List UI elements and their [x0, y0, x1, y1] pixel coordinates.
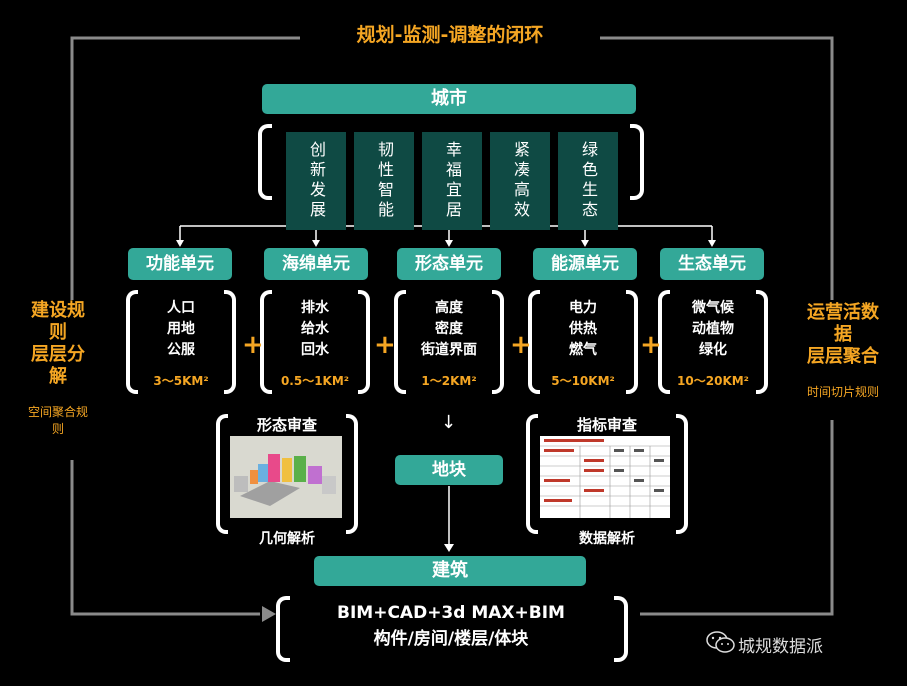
- loop-title: 规划-监测-调整的闭环: [300, 20, 600, 47]
- plus-sign: +: [640, 330, 662, 360]
- form-review-caption: 几何解析: [259, 531, 315, 547]
- wechat-icon: [706, 630, 736, 658]
- bim-text: BIM+CAD+3d MAX+BIM 构件/房间/楼层/体块: [337, 603, 565, 649]
- unit-box-ecology: 微气候动植物绿化 10～20KM²: [658, 290, 768, 400]
- index-table-image: [540, 436, 670, 518]
- city-node: 城市: [262, 84, 636, 114]
- value-green: 绿色生态: [558, 132, 618, 230]
- unit-ecology: 生态单元: [660, 248, 764, 280]
- value-livability: 幸福宜居: [422, 132, 482, 230]
- scale-sponge: 0.5～1KM²: [280, 374, 350, 388]
- unit-box-function: 人口用地公服 3～5KM²: [126, 290, 236, 400]
- form-review-bracket-right: [346, 414, 358, 534]
- index-review-bracket-left: [526, 414, 538, 534]
- plus-sign: +: [374, 330, 396, 360]
- form-review-title: 形态审查: [256, 416, 317, 434]
- index-review-title: 指标审查: [576, 416, 637, 434]
- unit-function: 功能单元: [128, 248, 232, 280]
- left-side-sub: 空间聚合规 则: [27, 405, 88, 436]
- unit-box-sponge: 排水给水回水 0.5～1KM²: [260, 290, 370, 400]
- values-bracket-left: [258, 124, 272, 200]
- value-innovation: 创新发展: [286, 132, 346, 230]
- form-review-bracket-left: [216, 414, 228, 534]
- unit-box-energy: 电力供热燃气 5～10KM²: [528, 290, 638, 400]
- scale-form: 1～2KM²: [421, 374, 477, 388]
- unit-energy: 能源单元: [533, 248, 637, 280]
- urban-model-image: [230, 436, 342, 518]
- bim-bracket-left: [276, 596, 290, 662]
- right-side-sub: 时间切片规则: [806, 385, 879, 399]
- scale-energy: 5～10KM²: [551, 374, 615, 388]
- left-bottom-arrowhead: [262, 606, 276, 622]
- block-node: 地块: [395, 455, 503, 485]
- right-side-label: 运营活数 据 层层聚合 时间切片规则: [790, 302, 896, 401]
- scale-ecology: 10～20KM²: [677, 374, 749, 388]
- unit-sponge: 海绵单元: [264, 248, 368, 280]
- down-arrow: ↓: [441, 412, 457, 433]
- plus-sign: +: [510, 330, 532, 360]
- value-resilience: 韧性智能: [354, 132, 414, 230]
- scale-function: 3～5KM²: [153, 374, 209, 388]
- value-compact: 紧凑高效: [490, 132, 550, 230]
- unit-box-form: 高度密度街道界面 1～2KM²: [394, 290, 504, 400]
- left-side-title: 建设规 则 层层分 解: [31, 300, 85, 387]
- bim-bracket-right: [614, 596, 628, 662]
- index-review-bracket-right: [676, 414, 688, 534]
- plus-sign: +: [242, 330, 264, 360]
- unit-form: 形态单元: [397, 248, 501, 280]
- index-review-caption: 数据解析: [579, 531, 635, 547]
- left-side-label: 建设规 则 层层分 解 空间聚合规 则: [14, 300, 102, 438]
- values-bracket-right: [630, 124, 644, 200]
- right-side-title: 运营活数 据 层层聚合: [807, 302, 879, 367]
- watermark-text: 城规数据派: [738, 637, 823, 657]
- building-node: 建筑: [314, 556, 586, 586]
